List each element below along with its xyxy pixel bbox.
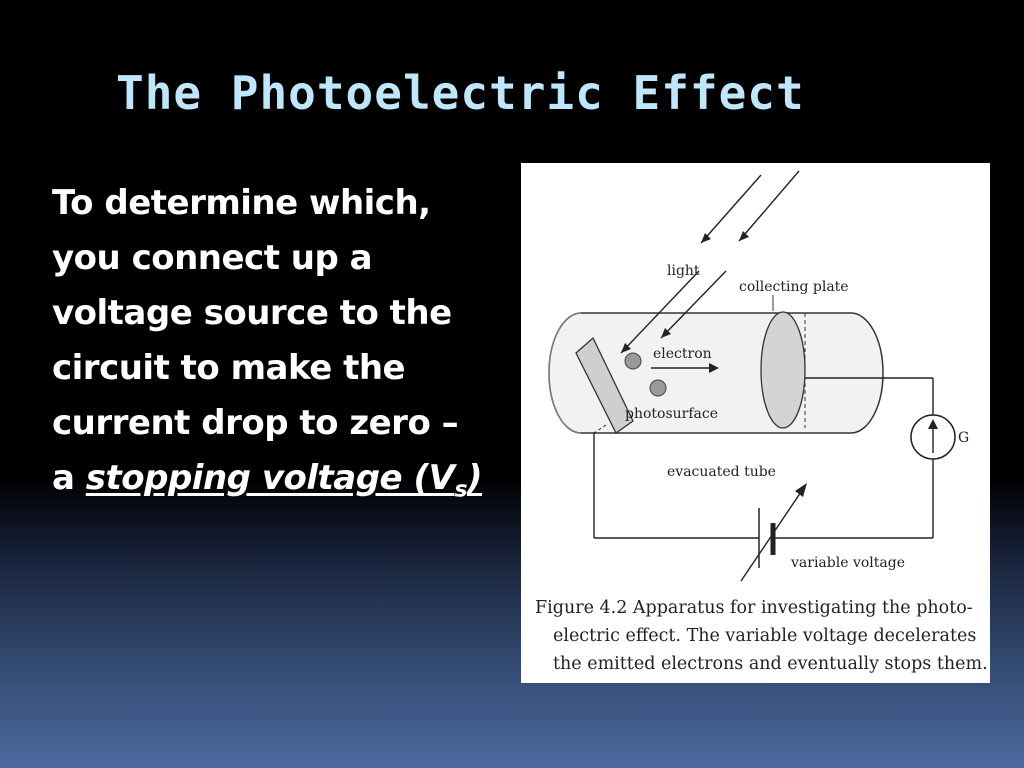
body-line: circuit to make the — [52, 348, 406, 388]
collecting-plate — [760, 311, 806, 429]
slide-title: The Photoelectric Effect — [116, 66, 805, 120]
figure-number: Figure 4.2 — [535, 598, 628, 618]
incoming-light-rays — [620, 170, 800, 354]
plate-lead — [593, 424, 607, 434]
stopping-voltage-term: stopping voltage (Vs) — [85, 458, 483, 503]
photosurface-plate — [575, 336, 634, 434]
variable-voltage-label: variable voltage — [790, 555, 905, 571]
body-line: current drop to zero – — [52, 403, 459, 443]
apparatus-diagram: light collecting plate electron photosur… — [548, 170, 969, 582]
galvanometer-arrowhead — [928, 419, 938, 429]
electron-arrowhead — [709, 363, 719, 373]
body-line: you connect up a — [52, 238, 373, 278]
variable-voltage-arrow — [740, 488, 804, 582]
evacuated-tube-label: evacuated tube — [667, 464, 776, 480]
caption-line: the emitted electrons and eventually sto… — [553, 654, 988, 674]
caption-line: electric effect. The variable voltage de… — [553, 626, 977, 646]
body-line: To determine which, — [52, 183, 431, 223]
stopping-voltage-text: stopping voltage (V — [85, 458, 455, 498]
apparatus-figure: light collecting plate electron photosur… — [521, 163, 990, 683]
light-arrowheads — [621, 231, 749, 353]
stopping-voltage-close: ) — [466, 458, 483, 498]
caption-line: Figure 4.2 Apparatus for investigating t… — [535, 594, 981, 622]
electron-particle — [624, 352, 642, 370]
caption-text: Apparatus for investigating the photo- — [627, 598, 973, 618]
electron-particle — [649, 379, 667, 397]
body-line: voltage source to the — [52, 293, 452, 333]
variable-voltage-arrowhead — [795, 483, 807, 497]
light-label: light — [667, 263, 700, 279]
photosurface-label: photosurface — [625, 406, 718, 422]
body-text: To determine which, you connect up a vol… — [52, 176, 502, 518]
electron-label: electron — [653, 346, 712, 362]
tube-end-left — [548, 312, 582, 434]
last-prefix: a — [52, 458, 86, 498]
galvanometer-label: G — [958, 430, 969, 446]
circuit-wiring — [593, 377, 934, 539]
body-line-last: a stopping voltage (Vs) — [52, 451, 502, 518]
collecting-plate-label: collecting plate — [739, 279, 849, 295]
figure-caption: Figure 4.2 Apparatus for investigating t… — [535, 594, 988, 678]
voltage-subscript: s — [454, 476, 467, 503]
